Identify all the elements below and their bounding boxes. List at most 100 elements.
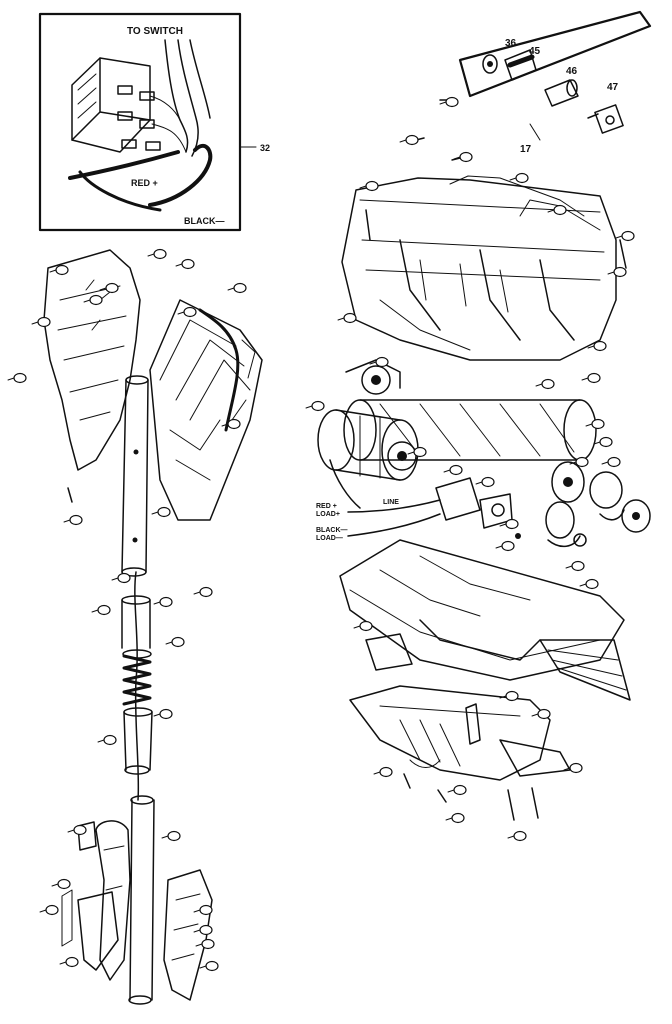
red-wire bbox=[68, 150, 180, 180]
callout-leader bbox=[151, 511, 159, 515]
base-pan bbox=[339, 539, 631, 701]
callout-bubble bbox=[599, 436, 613, 448]
part-45-label: 45 bbox=[529, 46, 541, 57]
callout-leader bbox=[153, 713, 161, 717]
brush-roll bbox=[343, 359, 597, 461]
callout-leader bbox=[175, 263, 183, 267]
callout-bubble bbox=[593, 340, 607, 352]
callout-leader bbox=[447, 789, 455, 793]
callouts bbox=[7, 96, 635, 972]
callout-leader bbox=[199, 965, 207, 969]
callout-bubble bbox=[501, 540, 515, 552]
callout-bubble bbox=[505, 690, 519, 702]
callout-bubble bbox=[571, 560, 585, 572]
base-outline bbox=[339, 539, 625, 681]
callout-bubble bbox=[157, 506, 171, 518]
inset-red-label: RED + bbox=[131, 178, 158, 188]
callout-leader bbox=[453, 156, 461, 160]
black-wire bbox=[148, 143, 213, 207]
yoke-left bbox=[95, 820, 131, 981]
callout-bubble bbox=[513, 830, 527, 842]
callout-leader bbox=[177, 311, 185, 315]
callout-leader bbox=[535, 383, 543, 387]
callout-leader bbox=[31, 321, 39, 325]
callout-bubble bbox=[379, 766, 393, 778]
part-46 bbox=[544, 79, 579, 107]
callout-bubble bbox=[405, 134, 419, 146]
callout-bubble bbox=[585, 578, 599, 590]
callout-bubble bbox=[613, 266, 627, 278]
callout-bubble bbox=[365, 180, 379, 192]
callout-bubble bbox=[171, 636, 185, 648]
part-46-label: 46 bbox=[566, 66, 578, 77]
callout-bubble bbox=[233, 282, 247, 294]
callout-bubble bbox=[459, 151, 473, 163]
callout-bubble bbox=[89, 294, 103, 306]
callout-leader bbox=[565, 565, 573, 569]
callout-leader bbox=[373, 771, 381, 775]
callout-leader bbox=[615, 235, 623, 239]
group-17-label: 17 bbox=[520, 144, 532, 155]
callout-leader bbox=[563, 767, 571, 771]
callout-bubble bbox=[37, 316, 51, 328]
black-load-label: BLACK— bbox=[316, 527, 348, 534]
callout-leader bbox=[63, 519, 71, 523]
handle-assembly-upper bbox=[43, 249, 263, 521]
callout-bubble bbox=[55, 264, 69, 276]
switch-housing bbox=[149, 299, 263, 521]
callout-bubble bbox=[449, 464, 463, 476]
red-load-label: RED + bbox=[316, 503, 337, 510]
callout-leader bbox=[83, 299, 91, 303]
callout-leader bbox=[581, 377, 589, 381]
callout-leader bbox=[193, 929, 201, 933]
callout-bubble bbox=[45, 904, 59, 916]
callout-bubble bbox=[199, 924, 213, 936]
callout-leader bbox=[445, 817, 453, 821]
callout-leader bbox=[607, 271, 615, 275]
parts-group-17: 36 45 46 47 17 bbox=[458, 10, 652, 155]
callout-bubble bbox=[453, 784, 467, 796]
callout-leader bbox=[49, 269, 57, 273]
callout-bubble bbox=[159, 596, 173, 608]
callout-leader bbox=[507, 835, 515, 839]
callout-bubble bbox=[537, 708, 551, 720]
callout-bubble bbox=[199, 586, 213, 598]
callout-leader bbox=[585, 423, 593, 427]
callout-bubble bbox=[69, 514, 83, 526]
callout-leader bbox=[547, 209, 555, 213]
inset-black-label: BLACK— bbox=[184, 216, 225, 226]
callout-bubble bbox=[587, 372, 601, 384]
callout-leader bbox=[443, 469, 451, 473]
callout-bubble bbox=[105, 282, 119, 294]
callout-leader bbox=[305, 405, 313, 409]
part-36 bbox=[482, 54, 498, 74]
callout-bubble bbox=[591, 418, 605, 430]
callout-bubble bbox=[505, 518, 519, 530]
part-47-label: 47 bbox=[607, 82, 619, 93]
callout-bubble bbox=[181, 258, 195, 270]
hood-cover bbox=[341, 175, 617, 361]
callout-bubble bbox=[201, 938, 215, 950]
callout-bubble bbox=[57, 878, 71, 890]
handle-bracket-plate bbox=[43, 249, 141, 471]
callout-bubble bbox=[607, 456, 621, 468]
callout-leader bbox=[509, 177, 517, 181]
pulley-wheels bbox=[545, 461, 651, 548]
callout-leader bbox=[165, 641, 173, 645]
inset-to-switch-label: TO SWITCH bbox=[127, 26, 183, 37]
callout-bubble bbox=[183, 306, 197, 318]
callout-bubble bbox=[159, 708, 173, 720]
callout-leader bbox=[193, 909, 201, 913]
callout-leader bbox=[439, 101, 447, 105]
callout-leader bbox=[337, 317, 345, 321]
callout-bubble bbox=[515, 172, 529, 184]
callout-bubble bbox=[359, 620, 373, 632]
callout-bubble bbox=[451, 812, 465, 824]
callout-leader bbox=[221, 423, 229, 427]
callout-leader bbox=[99, 287, 107, 291]
bumper-strip bbox=[539, 639, 631, 701]
wire-labels: RED + LOAD+ LINE BLACK— LOAD— bbox=[316, 459, 441, 542]
callout-bubble bbox=[621, 230, 635, 242]
callout-bubble bbox=[73, 824, 87, 836]
